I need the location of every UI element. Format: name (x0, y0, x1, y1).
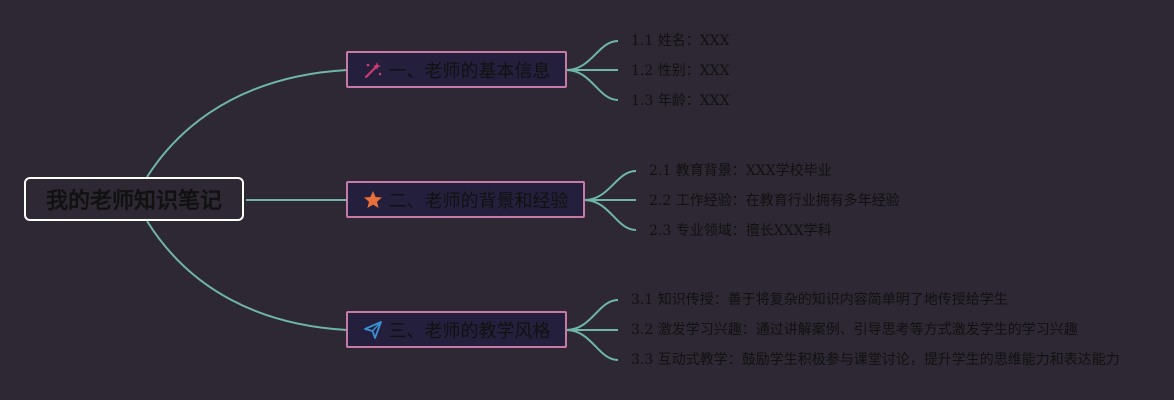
connector-b2-leaf-1 (583, 170, 637, 201)
branch-node-2[interactable]: 二、老师的背景和经验 (346, 181, 585, 218)
leaf-3-2[interactable]: 3.2 激发学习兴趣：通过讲解案例、引导思考等方式激发学生的学习兴趣 (631, 322, 1078, 338)
connector-b3-leaf-3 (565, 329, 619, 361)
branch-node-1[interactable]: 一、老师的基本信息 (346, 51, 567, 88)
magic-wand-icon (363, 60, 383, 80)
connector-b2-leaf-3 (583, 199, 637, 231)
leaf-2-2[interactable]: 2.2 工作经验：在教育行业拥有多年经验 (649, 193, 900, 209)
connector-root-branch-1 (146, 69, 348, 178)
leaf-2-1[interactable]: 2.1 教育背景：XXX学校毕业 (649, 163, 832, 179)
leaf-1-2[interactable]: 1.2 性别：XXX (631, 63, 730, 79)
branch-node-3[interactable]: 三、老师的教学风格 (346, 311, 567, 348)
branch-node-3-label: 三、老师的教学风格 (388, 320, 551, 342)
leaf-1-1[interactable]: 1.1 姓名：XXX (631, 33, 730, 49)
leaf-3-3[interactable]: 3.3 互动式教学：鼓励学生积极参与课堂讨论，提升学生的思维能力和表达能力 (631, 352, 1120, 368)
root-node-label: 我的老师知识笔记 (45, 189, 222, 214)
star-icon (363, 190, 383, 210)
connector-root-branch-3 (146, 220, 348, 331)
leaf-1-3[interactable]: 1.3 年龄：XXX (631, 93, 730, 109)
paper-plane-icon (363, 320, 383, 340)
leaf-3-1[interactable]: 3.1 知识传授：善于将复杂的知识内容简单明了地传授给学生 (631, 292, 1008, 308)
leaf-2-3[interactable]: 2.3 专业领域：擅长XXX学科 (649, 223, 832, 239)
connector-b1-leaf-1 (565, 40, 619, 71)
branch-node-2-label: 二、老师的背景和经验 (388, 190, 569, 212)
branch-node-1-label: 一、老师的基本信息 (388, 60, 551, 82)
connector-b1-leaf-3 (565, 69, 619, 101)
connector-b3-leaf-1 (565, 299, 619, 331)
root-node[interactable]: 我的老师知识笔记 (24, 177, 244, 221)
